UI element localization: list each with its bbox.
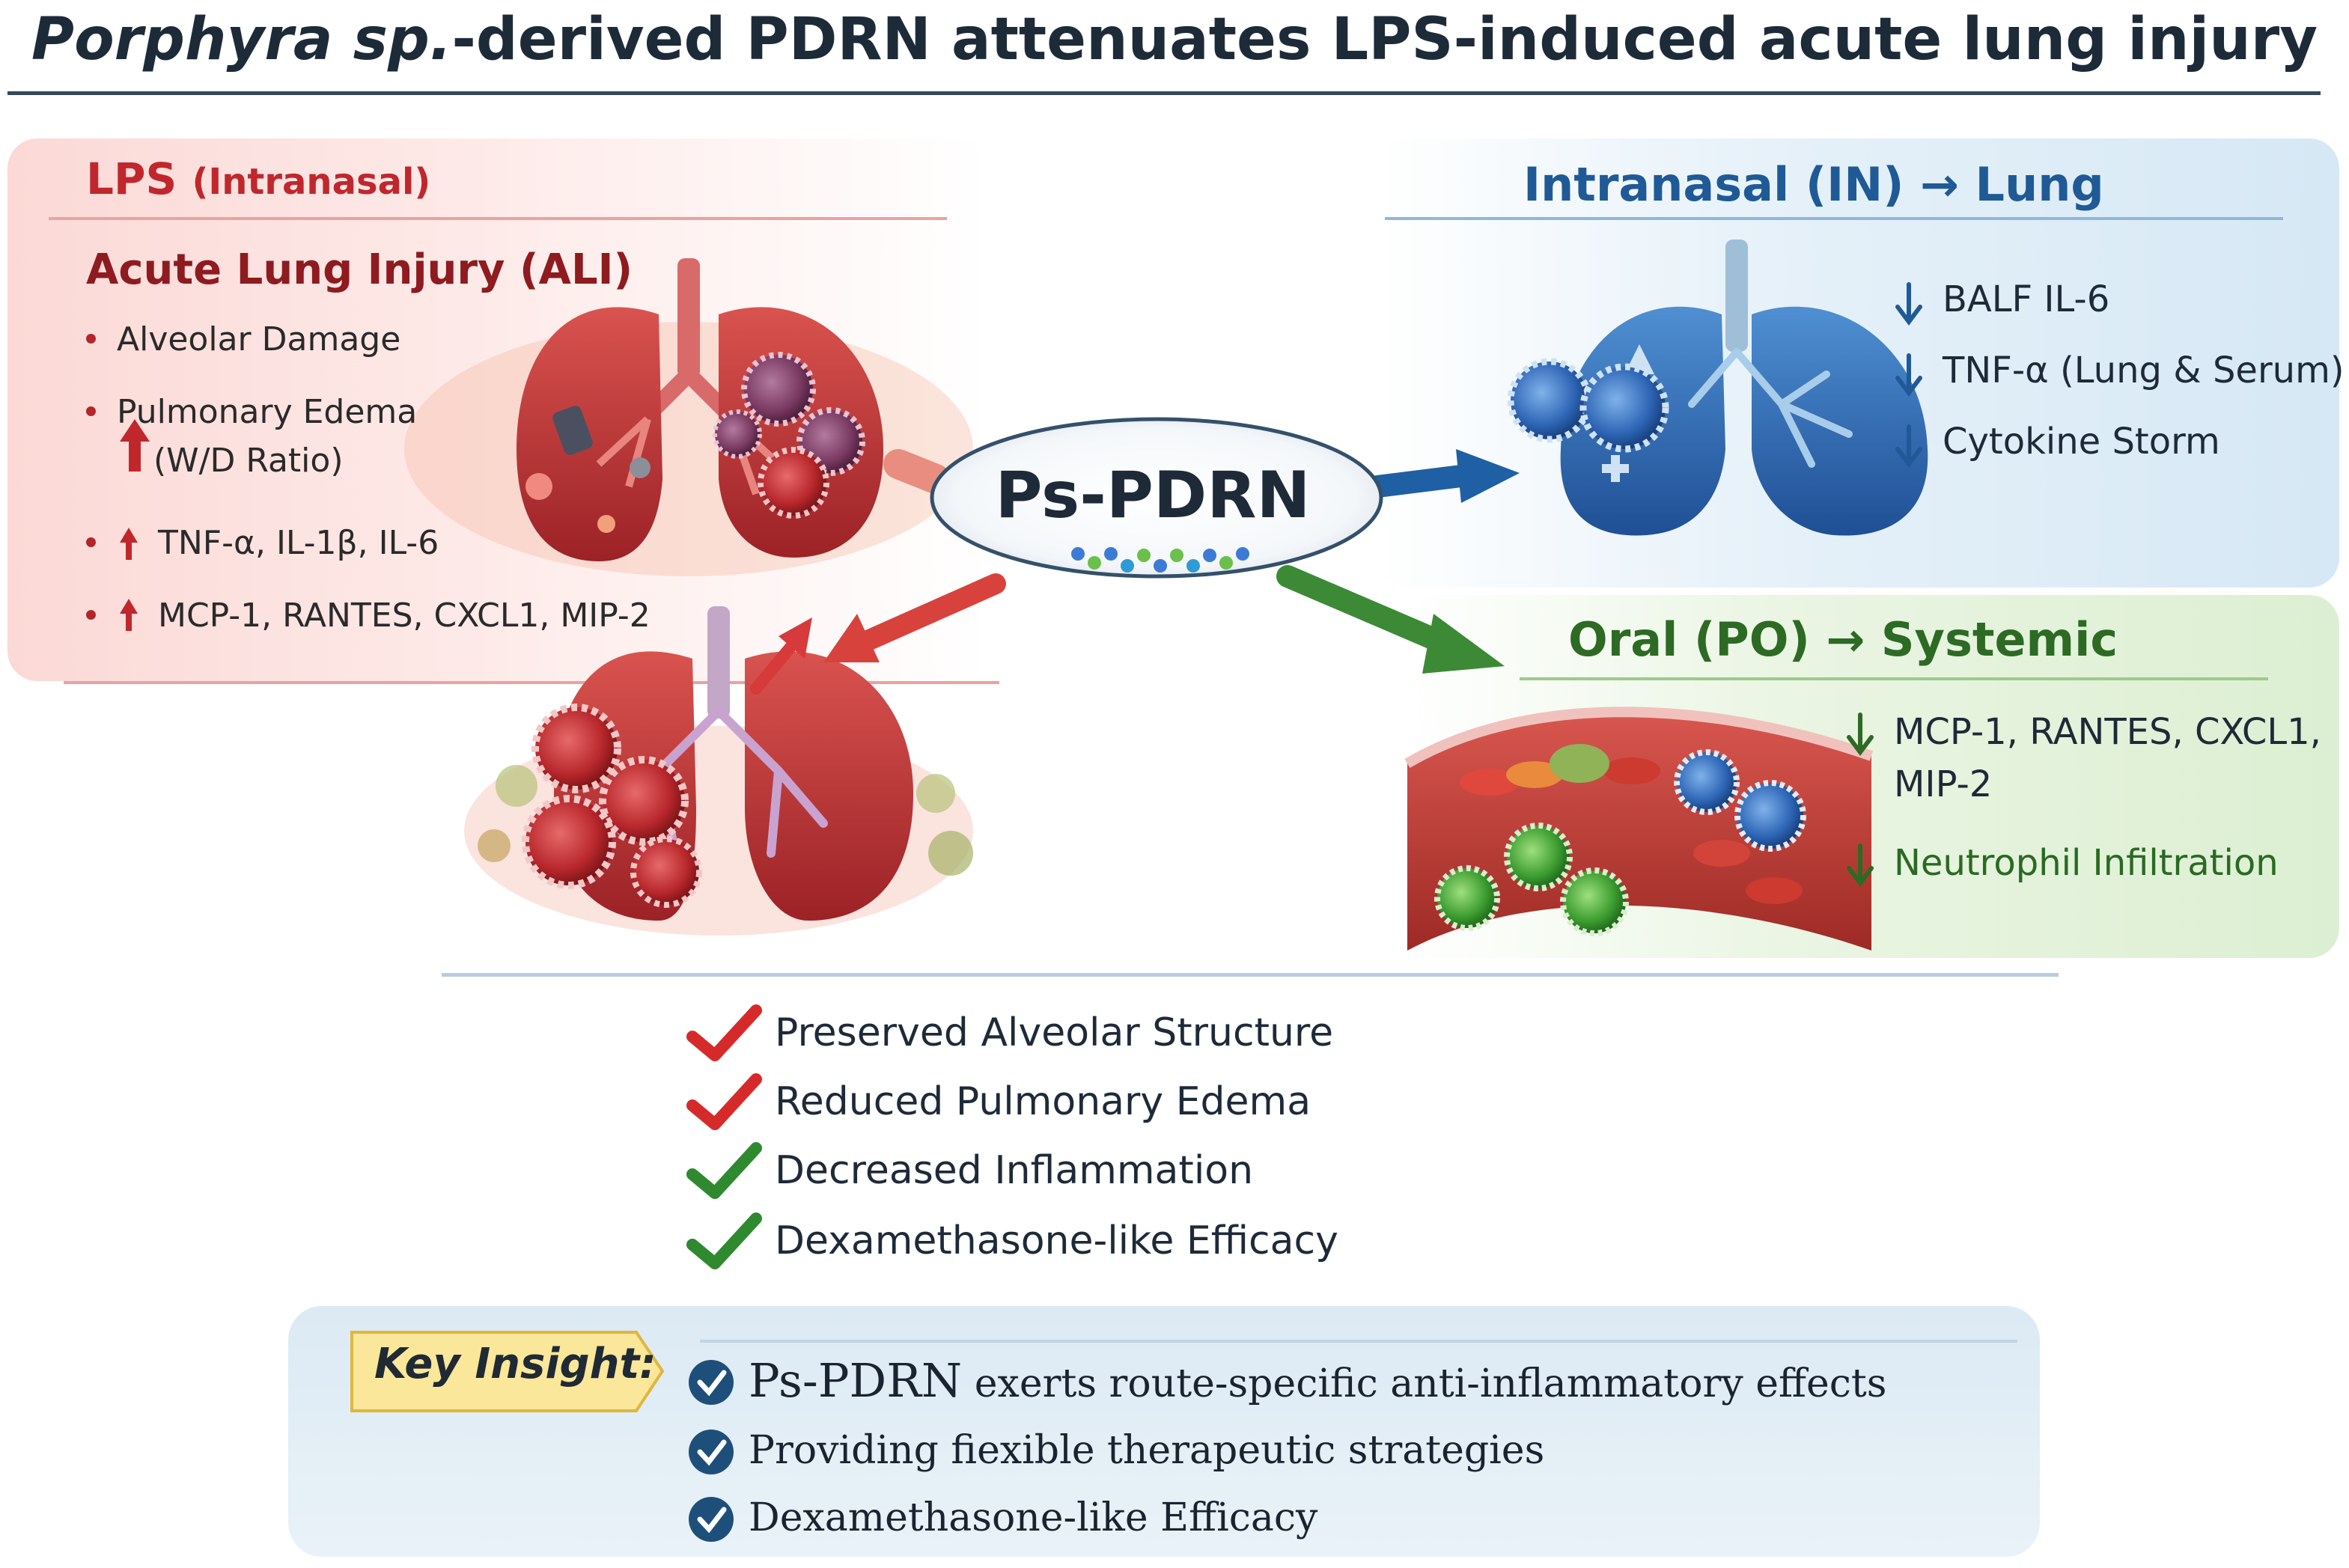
- outcome-edema: Reduced Pulmonary Edema: [775, 1079, 1311, 1124]
- outcome-checks: [686, 1004, 762, 1269]
- key-insight-label: Key Insight:: [374, 1340, 656, 1388]
- inflamed-lung-illustration: [464, 606, 973, 936]
- decrease-arrows-green: [1847, 713, 1874, 887]
- lps-item-chemokines: MCP-1, RANTES, CXCL1, MIP-2: [86, 597, 651, 635]
- lps-item-pulmonary-edema: Pulmonary Edema: [86, 393, 417, 431]
- decrease-arrows-blue: [1895, 282, 1922, 468]
- increase-arrows: [120, 419, 150, 631]
- injured-lung-illustration: [404, 258, 973, 576]
- intranasal-item-balf: BALF IL-6: [1943, 278, 2110, 320]
- blood-vessel-illustration: [1404, 707, 1874, 951]
- intranasal-item-cytokine-storm: Cytokine Storm: [1943, 421, 2220, 463]
- oral-item-chemokines: MCP-1, RANTES, CXCL1,: [1894, 711, 2321, 753]
- lps-item-wd-ratio: (W/D Ratio): [153, 442, 344, 480]
- ps-pdrn-label: Ps-PDRN: [995, 458, 1311, 533]
- insight-line-1: Ps-PDRN exerts route-specific anti-infla…: [749, 1353, 1887, 1408]
- oral-item-mip2: MIP-2: [1894, 763, 1993, 805]
- insight-line-3: Dexamethasone-like Efficacy: [749, 1495, 1318, 1540]
- lps-item-alveolar-damage: Alveolar Damage: [86, 320, 400, 359]
- oral-item-neutrophil: Neutrophil Infiltration: [1894, 842, 2279, 884]
- intranasal-heading: Intranasal (IN) → Lung: [1523, 157, 2104, 212]
- key-insight-tag: [350, 1331, 665, 1412]
- page-title: Porphyra sp.-derived PDRN attenuates LPS…: [31, 6, 2318, 73]
- insight-line-2: Providing fiexible therapeutic strategie…: [749, 1428, 1545, 1473]
- insight-check-icons: [689, 1360, 734, 1542]
- lps-heading: LPS (Intranasal): [86, 153, 431, 204]
- intranasal-item-tnf: TNF-α (Lung & Serum): [1943, 350, 2345, 391]
- oral-heading: Oral (PO) → Systemic: [1568, 612, 2118, 667]
- title-rule: [7, 91, 2321, 95]
- outcome-alveolar: Preserved Alveolar Structure: [775, 1010, 1334, 1055]
- dna-strand-icon: [1071, 547, 1249, 573]
- ali-heading: Acute Lung Injury (ALI): [86, 245, 633, 294]
- protected-lung-illustration: [1507, 240, 1928, 536]
- ps-pdrn-hub: [930, 417, 1383, 579]
- route-arrows: [823, 449, 1520, 674]
- outcome-dexamethasone: Dexamethasone-like Efficacy: [775, 1218, 1338, 1263]
- lps-item-cytokines: TNF-α, IL-1β, IL-6: [86, 524, 439, 562]
- section-dividers: [49, 217, 2283, 977]
- outcome-inflammation: Decreased Inflammation: [775, 1148, 1254, 1193]
